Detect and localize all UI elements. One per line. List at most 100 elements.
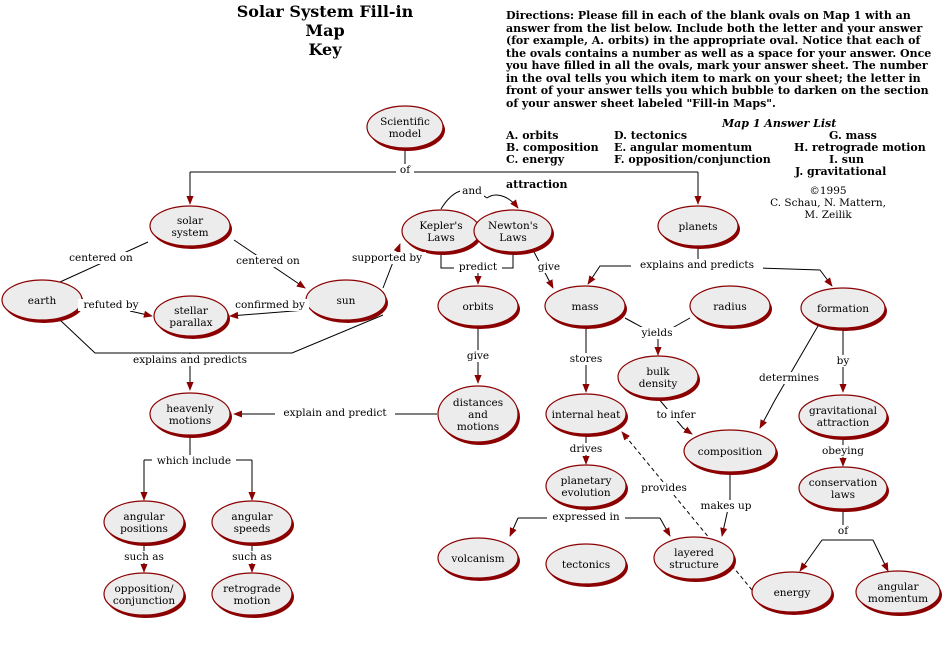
connector-line [657, 397, 693, 435]
node-radius: radius [689, 285, 772, 329]
link-label-bg [124, 354, 256, 366]
link-label: give [467, 350, 489, 362]
page-title: Solar System Fill-in Map Key [200, 2, 450, 59]
link-label: refuted by [83, 299, 138, 311]
node-label: parallax [169, 317, 212, 329]
node-oval [544, 285, 626, 327]
node-label: evolution [561, 487, 610, 499]
node-sun: sun [305, 279, 388, 323]
node-label: distances [453, 397, 503, 409]
node-label: gravitational [809, 405, 878, 417]
node-label: motions [169, 415, 211, 427]
link-label-bg [756, 372, 822, 384]
link-label-bg [228, 551, 276, 563]
link-label-bg [565, 353, 607, 365]
node-label: layered [674, 547, 714, 559]
link-label: give [538, 261, 560, 273]
node-label: conjunction [113, 595, 176, 607]
title-line-3: Key [308, 40, 342, 59]
node-planets: planets [657, 205, 740, 249]
link-label-bg [396, 164, 414, 176]
node-energy: energy [751, 571, 834, 615]
link-label-bg [348, 252, 426, 264]
node-label: opposition/ [114, 583, 173, 595]
link-label: determines [759, 372, 819, 384]
connector-line [872, 539, 889, 572]
link-label-bg [78, 299, 144, 311]
link-label: of [838, 525, 849, 537]
link-label-bg [636, 327, 678, 339]
link-label-bg [637, 482, 691, 494]
link-label-bg [463, 350, 493, 362]
node-oval [653, 536, 735, 580]
answer-item: E. angular momentum [614, 141, 753, 154]
node-mass: mass [544, 285, 627, 329]
credit-line-2: C. Schau, N. Mattern, [770, 197, 886, 209]
node-label: tectonics [562, 559, 610, 571]
connector-curve [486, 194, 519, 209]
link-labels: of and centered on centered on supported by p… [65, 164, 867, 563]
answer-item: I. sun [829, 153, 864, 166]
link-label: and [462, 185, 482, 197]
node-label: density [639, 378, 678, 390]
answer-item: F. opposition/conjunction [614, 153, 771, 166]
node-oval [149, 392, 231, 436]
node-oval [751, 571, 833, 613]
node-oval [103, 572, 185, 616]
answer-item: C. energy [506, 153, 565, 166]
node-oval [798, 394, 888, 438]
link-label: supported by [352, 252, 422, 264]
node-label: motion [234, 595, 271, 607]
link-label: such as [232, 551, 272, 563]
node-label: retrograde [223, 583, 281, 595]
node-label: energy [774, 587, 811, 599]
node-oval [211, 572, 293, 616]
node-label: positions [120, 523, 168, 535]
node-oval [617, 355, 699, 399]
node-label: sun [337, 295, 356, 307]
node-oval [800, 287, 886, 329]
node-earth: earth [1, 279, 84, 323]
node-orbits: orbits [437, 285, 520, 329]
link-label-bg [565, 443, 607, 455]
credit-line-3: M. Zeilik [804, 209, 852, 221]
node-oval [657, 205, 739, 247]
node-label: momentum [868, 593, 928, 605]
link-label-bg [834, 525, 852, 537]
link-label: by [837, 355, 850, 367]
connector-line [799, 539, 823, 572]
link-label: explain and predict [283, 407, 387, 419]
node-label: Kepler's [419, 220, 462, 232]
node-label: Laws [499, 232, 527, 244]
node-label: stellar [174, 305, 209, 317]
node-oval [366, 105, 444, 149]
link-label-bg [631, 259, 763, 271]
node-label: model [389, 128, 422, 140]
answer-item: D. tectonics [614, 129, 688, 142]
node-label: heavenly [166, 403, 214, 415]
link-label: centered on [236, 255, 300, 267]
link-label: to infer [656, 409, 696, 421]
node-label: Laws [427, 232, 455, 244]
link-label: explains and predicts [133, 354, 247, 366]
title-line-2: Map [305, 21, 345, 40]
node-label: Newton's [488, 220, 538, 232]
answer-item: J. gravitational [795, 165, 887, 178]
link-label-bg [649, 409, 703, 421]
link-label-bg [65, 252, 137, 264]
node-label: laws [831, 489, 855, 501]
link-label: stores [570, 353, 603, 365]
link-label: provides [641, 482, 687, 494]
connector-line [59, 314, 384, 354]
answer-item: A. orbits [506, 129, 559, 142]
node-oval [437, 285, 519, 327]
link-label: centered on [69, 252, 133, 264]
